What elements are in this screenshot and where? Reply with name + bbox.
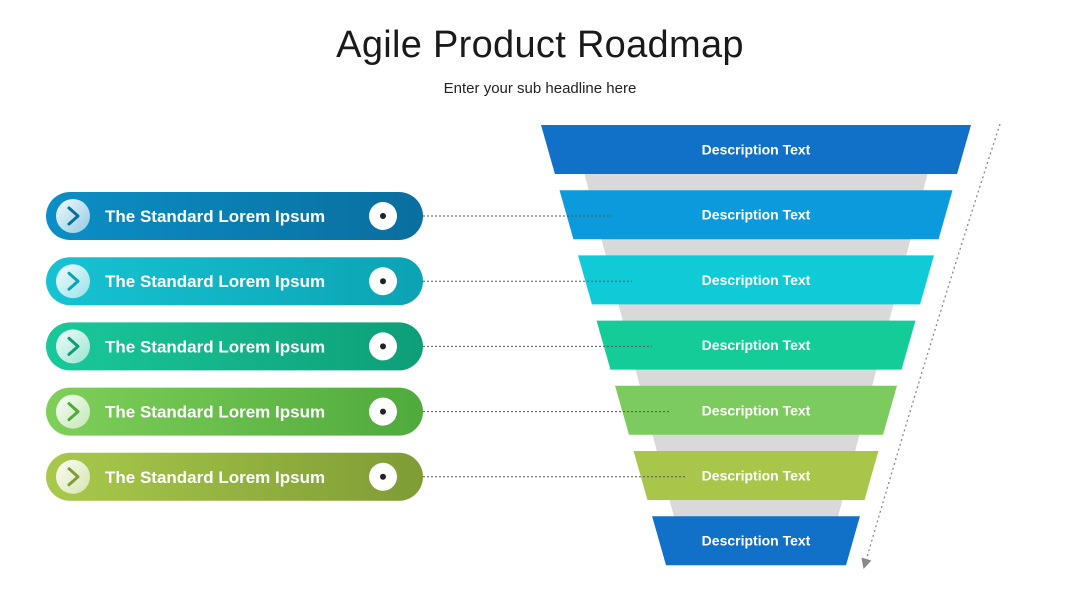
funnel-band-label: Description Text: [702, 337, 811, 353]
item-end-dot: [380, 278, 386, 285]
funnel-band-label: Description Text: [702, 207, 811, 223]
page-subtitle: Enter your sub headline here: [443, 80, 637, 97]
funnel-band-label: Description Text: [702, 468, 811, 484]
item-pill: [46, 257, 423, 306]
chevron-right-icon: [67, 206, 80, 226]
chevron-badge: [56, 394, 90, 429]
item-label: The Standard Lorem Ipsum: [105, 272, 325, 291]
chevron-badge: [56, 264, 90, 299]
chevron-badge: [56, 329, 90, 364]
item-pill: [46, 387, 423, 436]
item-label: The Standard Lorem Ipsum: [105, 403, 325, 422]
chevron-right-icon: [67, 336, 80, 356]
funnel-band: [559, 190, 953, 240]
item-end-dot: [380, 213, 386, 219]
funnel-band: [633, 451, 879, 500]
funnel-band: [578, 255, 934, 305]
funnel-band-label: Description Text: [702, 272, 811, 288]
roadmap-item: The Standard Lorem Ipsum: [46, 257, 423, 306]
chevron-right-icon: [67, 402, 80, 422]
item-pill: [46, 192, 423, 240]
item-label: The Standard Lorem Ipsum: [105, 337, 325, 356]
connectors: [383, 215, 686, 478]
roadmap-item: The Standard Lorem Ipsum: [46, 192, 423, 240]
chevron-right-icon: [67, 271, 80, 291]
item-end-dot: [380, 343, 386, 350]
funnel-band-label: Description Text: [702, 533, 811, 549]
item-end-dot: [380, 473, 386, 480]
funnel-band: [541, 125, 971, 174]
funnel-band: [652, 516, 860, 566]
item-end-dot: [380, 408, 386, 415]
roadmap-item: The Standard Lorem Ipsum: [46, 387, 423, 436]
page-title: Agile Product Roadmap: [336, 24, 744, 66]
funnel-band-label: Description Text: [702, 402, 811, 418]
item-label: The Standard Lorem Ipsum: [105, 207, 325, 226]
item-pill: [46, 452, 423, 501]
item-label: The Standard Lorem Ipsum: [105, 468, 325, 487]
funnel-band: [615, 385, 897, 435]
chevron-right-icon: [67, 467, 80, 487]
item-pill: [46, 322, 423, 371]
funnel-band: [596, 320, 916, 370]
chevron-badge: [56, 199, 90, 233]
roadmap-item: The Standard Lorem Ipsum: [46, 452, 423, 501]
roadmap-item: The Standard Lorem Ipsum: [46, 322, 423, 371]
funnel-band-label: Description Text: [702, 142, 811, 158]
chevron-badge: [56, 459, 90, 494]
